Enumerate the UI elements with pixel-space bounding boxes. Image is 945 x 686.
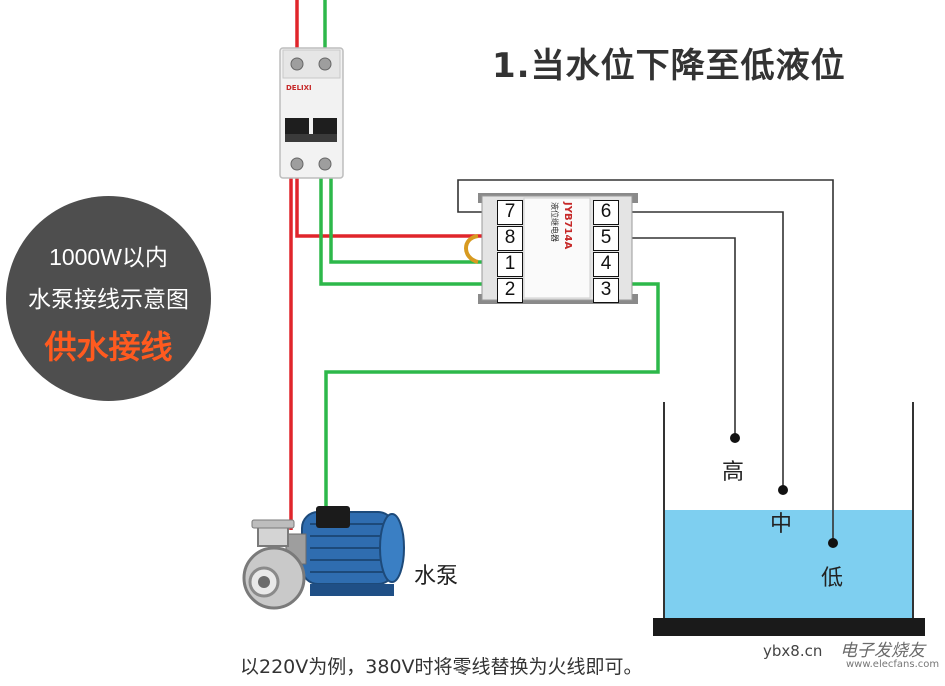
breaker-brand: DELIXI [286, 84, 312, 92]
breaker-screw-top-right [318, 57, 332, 71]
info-badge: 1000W以内 水泵接线示意图 供水接线 [6, 196, 211, 401]
watermark-url: www.elecfans.com [846, 659, 940, 670]
terminal-2: 2 [497, 278, 523, 303]
level-high-label: 高 [722, 460, 745, 485]
pump-outlet-flange [251, 519, 295, 529]
probe-low-dot [828, 538, 838, 548]
diagram-title: 1.当水位下降至低液位 [492, 46, 846, 86]
pump-motor-end [379, 513, 405, 583]
watermark-site: ybx8.cn [763, 642, 823, 660]
relay-model: JYB714A [562, 201, 573, 249]
terminal-1: 1 [497, 252, 523, 277]
breaker-screw-bottom-right [318, 157, 332, 171]
water-tank [653, 402, 925, 636]
terminal-4: 4 [593, 252, 619, 277]
watermark-brand: 电子发烧友 [840, 641, 925, 661]
probe-high-dot [730, 433, 740, 443]
terminal-6: 6 [593, 200, 619, 225]
water [665, 510, 913, 618]
terminal-7: 7 [497, 200, 523, 225]
pump-label: 水泵 [414, 564, 459, 589]
badge-line-2: 水泵接线示意图 [28, 286, 189, 312]
relay-front-panel [523, 197, 591, 299]
level-low-label: 低 [821, 566, 844, 591]
footer-note: 以220V为例，380V时将零线替换为火线即可。 [240, 656, 643, 678]
circuit-breaker: DELIXI [279, 47, 344, 179]
relay-right-terminals: 6 5 4 3 [593, 200, 619, 303]
breaker-screw-top-left [290, 57, 304, 71]
probe-wire-mid [632, 211, 784, 490]
breaker-screw-bottom-left [290, 157, 304, 171]
breaker-body [279, 47, 344, 179]
water-pump [242, 506, 405, 610]
probe-wire-low [457, 179, 834, 543]
badge-line-1: 1000W以内 [49, 244, 168, 270]
neutral-wire-to-relay-2 [319, 170, 488, 286]
terminal-5: 5 [593, 226, 619, 251]
terminal-8: 8 [497, 226, 523, 251]
probe-mid-dot [778, 485, 788, 495]
pump-junction-box [316, 506, 350, 528]
probe-wires [457, 179, 834, 543]
badge-line-3: 供水接线 [44, 328, 173, 366]
relay-left-terminals: 7 8 1 2 [497, 200, 523, 303]
live-wire-to-relay [295, 170, 488, 238]
probe-wire-high [632, 237, 736, 438]
jumper-8-to-1 [464, 234, 479, 264]
neutral-wire-to-relay-1 [329, 170, 488, 264]
pump-foot [310, 584, 394, 596]
power-wires [289, 0, 660, 530]
tank-base [653, 618, 925, 636]
level-mid-label: 中 [770, 512, 793, 537]
neutral-wire-to-pump [324, 282, 660, 515]
breaker-handle-bar [285, 134, 337, 142]
terminal-3: 3 [593, 278, 619, 303]
relay-subtitle: 液位继电器 [550, 202, 560, 242]
